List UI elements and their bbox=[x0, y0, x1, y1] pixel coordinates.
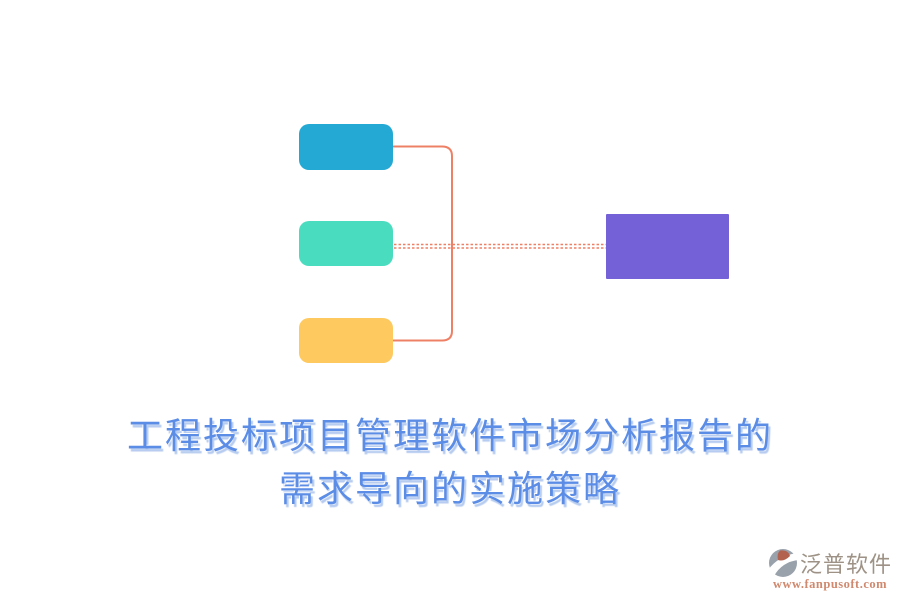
bracket-connector bbox=[392, 145, 453, 342]
fanpu-logo-icon bbox=[768, 549, 798, 577]
node-target bbox=[606, 214, 729, 279]
page-title-line-1: 工程投标项目管理软件市场分析报告的 bbox=[126, 416, 773, 456]
page-title: 工程投标项目管理软件市场分析报告的 需求导向的实施策略 bbox=[0, 410, 900, 516]
watermark-url-text: www.fanpusoft.com bbox=[773, 577, 888, 591]
watermark: 泛普软件 www.fanpusoft.com bbox=[768, 547, 894, 592]
watermark-brand-text: 泛普软件 bbox=[800, 552, 893, 577]
page-title-line-2: 需求导向的实施策略 bbox=[278, 469, 621, 509]
node-topic-2 bbox=[299, 221, 393, 266]
node-topic-1 bbox=[299, 124, 393, 170]
node-topic-3 bbox=[299, 318, 393, 363]
